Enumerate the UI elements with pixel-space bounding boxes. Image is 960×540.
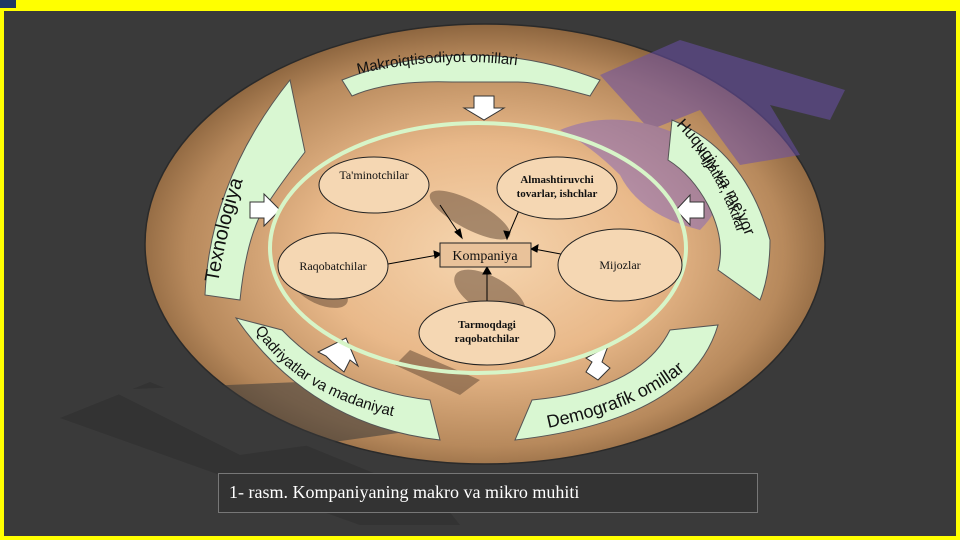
label-substitutes-2: tovarlar, ishchlar	[517, 188, 598, 200]
caption-text: 1- rasm. Kompaniyaning makro va mikro mu…	[229, 482, 580, 502]
node-customers	[557, 228, 683, 302]
label-company: Kompaniya	[452, 249, 518, 264]
band-legal	[667, 119, 771, 301]
arrow-right-icon	[249, 192, 281, 228]
band-values	[234, 317, 441, 441]
label-customers: Mijozlar	[599, 258, 640, 272]
arrow-down-icon	[462, 95, 506, 121]
label-industry-1: Tarmoqdagi	[458, 319, 516, 331]
label-substitutes-1: Almashtiruvchi	[520, 174, 593, 186]
node-substitutes	[496, 156, 618, 220]
corner-marker	[0, 0, 16, 8]
node-industry-rivals	[418, 300, 556, 366]
band-macroeconomic	[341, 54, 601, 97]
figure-caption: 1- rasm. Kompaniyaning makro va mikro mu…	[218, 473, 758, 513]
connectors	[387, 204, 567, 302]
node-suppliers	[318, 156, 430, 214]
environment-diagram: Makroiqtisodiyot omillari Texnologiya Hu…	[4, 11, 845, 525]
band-demographic	[514, 324, 719, 441]
inner-ring	[268, 121, 688, 375]
node-competitors	[277, 232, 389, 300]
band-technology	[204, 78, 306, 301]
label-suppliers: Ta'minotchilar	[339, 168, 408, 182]
arrow-left-icon	[675, 193, 705, 227]
label-competitors: Raqobatchilar	[299, 259, 366, 273]
node-company	[439, 242, 532, 268]
slide: Makroiqtisodiyot omillari Texnologiya Hu…	[4, 11, 956, 536]
label-industry-2: raqobatchilar	[455, 333, 520, 345]
